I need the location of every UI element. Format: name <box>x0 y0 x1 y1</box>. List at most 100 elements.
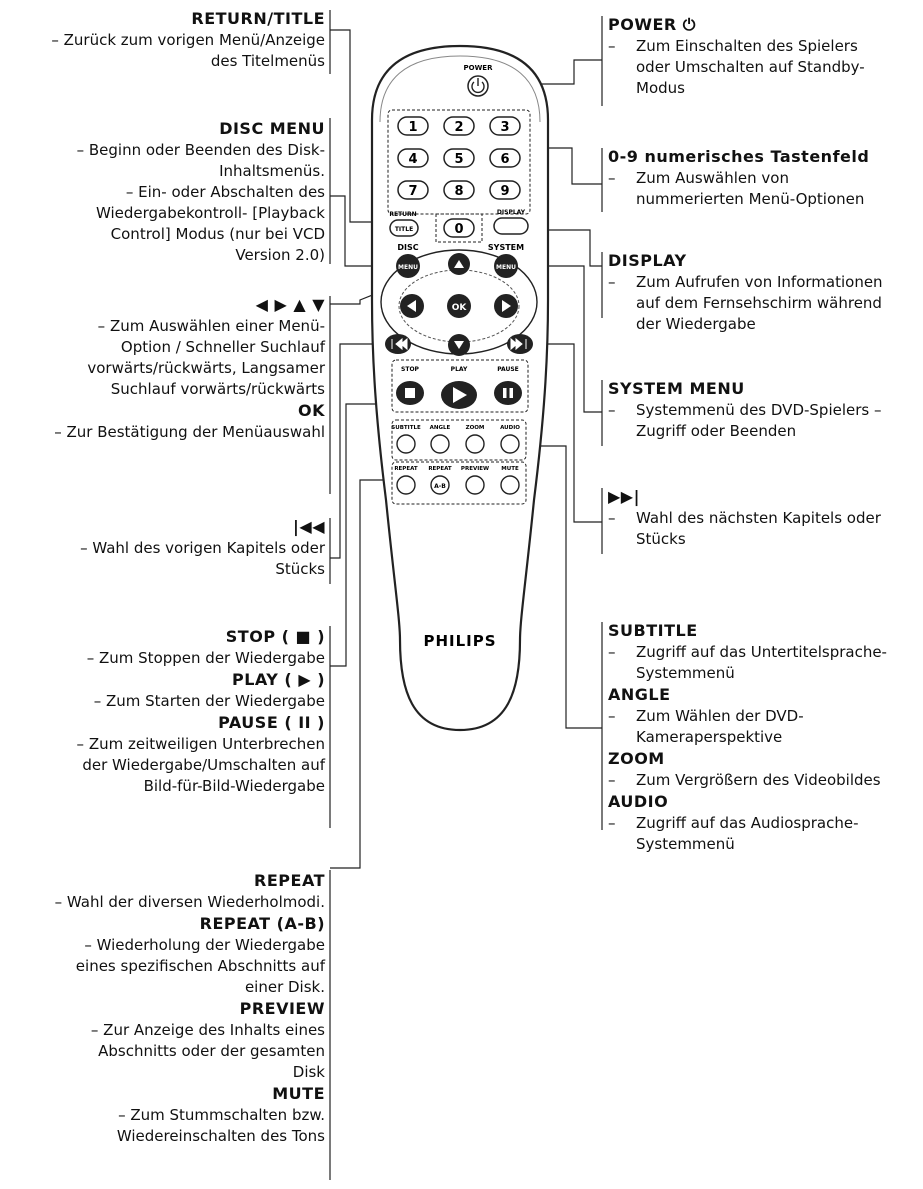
mute-heading: MUTE <box>272 1084 325 1103</box>
arrows-heading: ◀ ▶ ▲ ▼ <box>255 295 325 314</box>
dash: – <box>608 273 616 291</box>
power-button[interactable] <box>467 75 489 97</box>
repeat-heading: REPEAT <box>254 871 325 890</box>
numpad-frame <box>387 109 531 215</box>
digit-label: 1 <box>408 120 417 135</box>
remote-preview-label: PREVIEW <box>461 466 489 472</box>
angle-button[interactable] <box>430 434 450 454</box>
return-title-heading: RETURN/TITLE <box>191 9 325 28</box>
arrows-desc: Suchlauf vorwärts/rückwärts <box>110 380 325 398</box>
mute-button[interactable] <box>500 475 520 495</box>
digit-label: 0 <box>454 222 463 237</box>
return-title-block: RETURN/TITLE – Zurück zum vorigen Menü/A… <box>51 8 325 72</box>
pause-icon <box>503 388 507 398</box>
digit-button-9[interactable]: 9 <box>489 180 521 200</box>
repeat-ab-button[interactable]: A-B <box>430 475 450 495</box>
system-menu-desc: Zugriff oder Beenden <box>636 422 797 440</box>
display-desc: auf dem Fernsehschirm während <box>636 294 882 312</box>
power-icon <box>471 81 485 94</box>
remote-mute-label: MUTE <box>501 466 519 472</box>
return-title-desc: des Titelmenüs <box>210 52 325 70</box>
display-heading: DISPLAY <box>608 251 687 270</box>
ok-button-text: OK <box>452 303 468 313</box>
dash: – <box>608 401 616 419</box>
dash: – <box>608 37 616 55</box>
zoom-desc: Zum Vergrößern des Videobildes <box>636 771 881 789</box>
next-desc: Wahl des nächsten Kapitels oder <box>636 509 881 527</box>
digit-button-6[interactable]: 6 <box>489 148 521 168</box>
power-heading: POWER ⏻ <box>608 15 696 34</box>
digit-button-4[interactable]: 4 <box>397 148 429 168</box>
display-button[interactable] <box>493 217 529 235</box>
mute-desc: Wiedereinschalten des Tons <box>116 1127 325 1145</box>
dash: – <box>608 707 616 725</box>
prev-desc: – Wahl des vorigen Kapitels oder <box>80 539 325 557</box>
digit-label: 5 <box>454 152 463 167</box>
text-rules <box>329 10 603 1180</box>
right-button[interactable] <box>494 294 518 318</box>
digit-button-3[interactable]: 3 <box>489 116 521 136</box>
leader-next <box>532 343 602 523</box>
system-menu-button[interactable]: MENU <box>494 254 518 278</box>
pause-button[interactable] <box>494 381 522 405</box>
subtitle-desc: Zugriff auf das Untertitelsprache- <box>636 643 887 661</box>
power-desc: Zum Einschalten des Spielers <box>636 37 858 55</box>
digit-label: 3 <box>500 120 509 135</box>
left-arrow-icon <box>407 300 416 312</box>
disc-menu-desc: Version 2.0) <box>235 246 325 264</box>
play-button[interactable] <box>441 381 477 409</box>
repeat-ab-desc: eines spezifischen Abschnitts auf <box>75 957 325 975</box>
remote-subtitle-label: SUBTITLE <box>391 425 421 431</box>
disc-menu-desc: Inhaltsmenüs. <box>219 162 325 180</box>
digit-button-2[interactable]: 2 <box>443 116 475 136</box>
leader-return <box>330 29 375 223</box>
zoom-button[interactable] <box>465 434 485 454</box>
digit-label: 2 <box>454 120 463 135</box>
next-icon <box>510 337 527 351</box>
remote-system-label: SYSTEM <box>488 243 524 252</box>
digit-button-1[interactable]: 1 <box>397 116 429 136</box>
prev-block: |◀◀ – Wahl des vorigen Kapitels oder Stü… <box>80 516 325 580</box>
next-button[interactable] <box>507 334 533 354</box>
transport-frame <box>391 359 529 413</box>
right-arrow-icon <box>502 300 511 312</box>
title-button[interactable]: TITLE <box>389 219 419 237</box>
digit-button-5[interactable]: 5 <box>443 148 475 168</box>
up-button[interactable] <box>448 253 470 275</box>
stop-button[interactable] <box>396 381 424 405</box>
numpad-desc: Zum Auswählen von <box>636 169 789 187</box>
down-button[interactable] <box>448 334 470 356</box>
next-heading: ▶▶| <box>608 487 640 506</box>
left-button[interactable] <box>400 294 424 318</box>
remote-angle-label: ANGLE <box>430 425 451 431</box>
play-icon <box>453 387 467 403</box>
preview-button[interactable] <box>465 475 485 495</box>
remote-pause-label: PAUSE <box>497 366 519 373</box>
prev-button[interactable] <box>385 334 411 354</box>
repeat-ab-button-text: A-B <box>434 483 446 490</box>
subtitle-button[interactable] <box>396 434 416 454</box>
digit-button-7[interactable]: 7 <box>397 180 429 200</box>
digit-button-8[interactable]: 8 <box>443 180 475 200</box>
remote-display-label: DISPLAY <box>497 209 526 216</box>
disc-menu-button[interactable]: MENU <box>396 254 420 278</box>
digit-label: 4 <box>408 152 417 167</box>
arrows-block: ◀ ▶ ▲ ▼ – Zum Auswählen einer Menü- Opti… <box>54 294 325 443</box>
ok-button[interactable]: OK <box>447 294 471 318</box>
dash: – <box>608 771 616 789</box>
stop-play-pause-block: STOP ( ■ ) – Zum Stoppen der Wiedergabe … <box>77 626 325 797</box>
repeat-ab-desc: einer Disk. <box>244 978 325 996</box>
digit-button-0[interactable]: 0 <box>443 218 475 238</box>
repeat-button[interactable] <box>396 475 416 495</box>
disc-menu-button-text: MENU <box>398 264 418 271</box>
digit-label: 7 <box>408 184 417 199</box>
angle-desc: Kameraperspektive <box>636 728 783 746</box>
return-title-desc: – Zurück zum vorigen Menü/Anzeige <box>51 31 325 49</box>
remote-return-label: RETURN <box>389 211 416 218</box>
dash: – <box>608 509 616 527</box>
ok-heading: OK <box>298 401 325 420</box>
zoom-heading: ZOOM <box>608 749 665 768</box>
audio-button[interactable] <box>500 434 520 454</box>
